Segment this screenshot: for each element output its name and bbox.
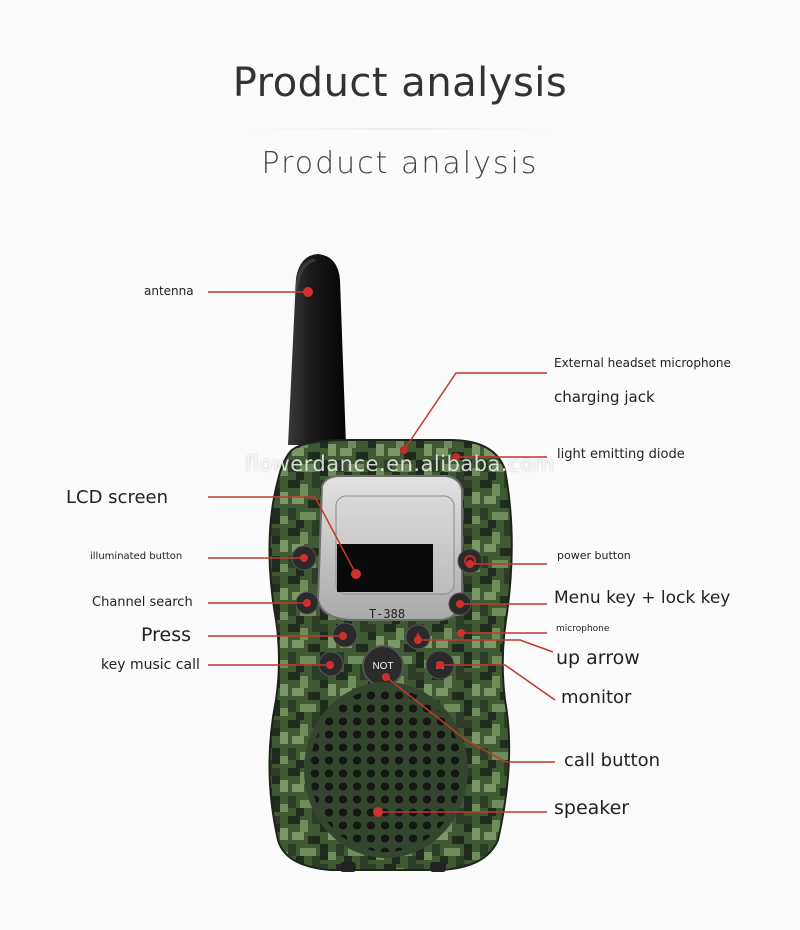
callout-menu-lock-key: Menu key + lock key [554,588,731,608]
callout-channel-search: Channel search [92,595,193,610]
page-subtitle: Product analysis [261,146,539,181]
callout-light-emitting-diode: light emitting diode [557,447,685,462]
page-title: Product analysis [232,60,568,106]
callout-call-button: call button [564,750,661,771]
callout-key-music-call: key music call [101,657,200,673]
callout-illuminated-button: illuminated button [90,551,183,562]
model-label: T-388 [369,607,405,621]
callout-charging-jack: charging jack [554,388,655,406]
speaker-grille [304,682,468,858]
leader-lines [208,291,556,813]
front-bezel: T-388 [316,475,463,621]
callout-markers [300,287,474,817]
antenna-shape [288,254,346,445]
callout-lcd-screen: LCD screen [66,487,169,508]
callout-antenna: antenna [144,284,194,298]
callout-external-headset-microphone: External headset microphone [554,356,731,370]
callout-speaker: speaker [554,797,630,819]
callout-microphone: microphone [556,624,610,634]
call-key-text: NOT [372,661,393,672]
title-underline [245,128,555,130]
callout-monitor: monitor [561,687,632,708]
callout-press: Press [141,624,192,646]
lcd-display [337,544,433,592]
callout-power-button: power button [557,549,631,562]
callout-up-arrow: up arrow [556,647,640,669]
watermark: flowerdance.en.alibaba.com [245,452,555,476]
